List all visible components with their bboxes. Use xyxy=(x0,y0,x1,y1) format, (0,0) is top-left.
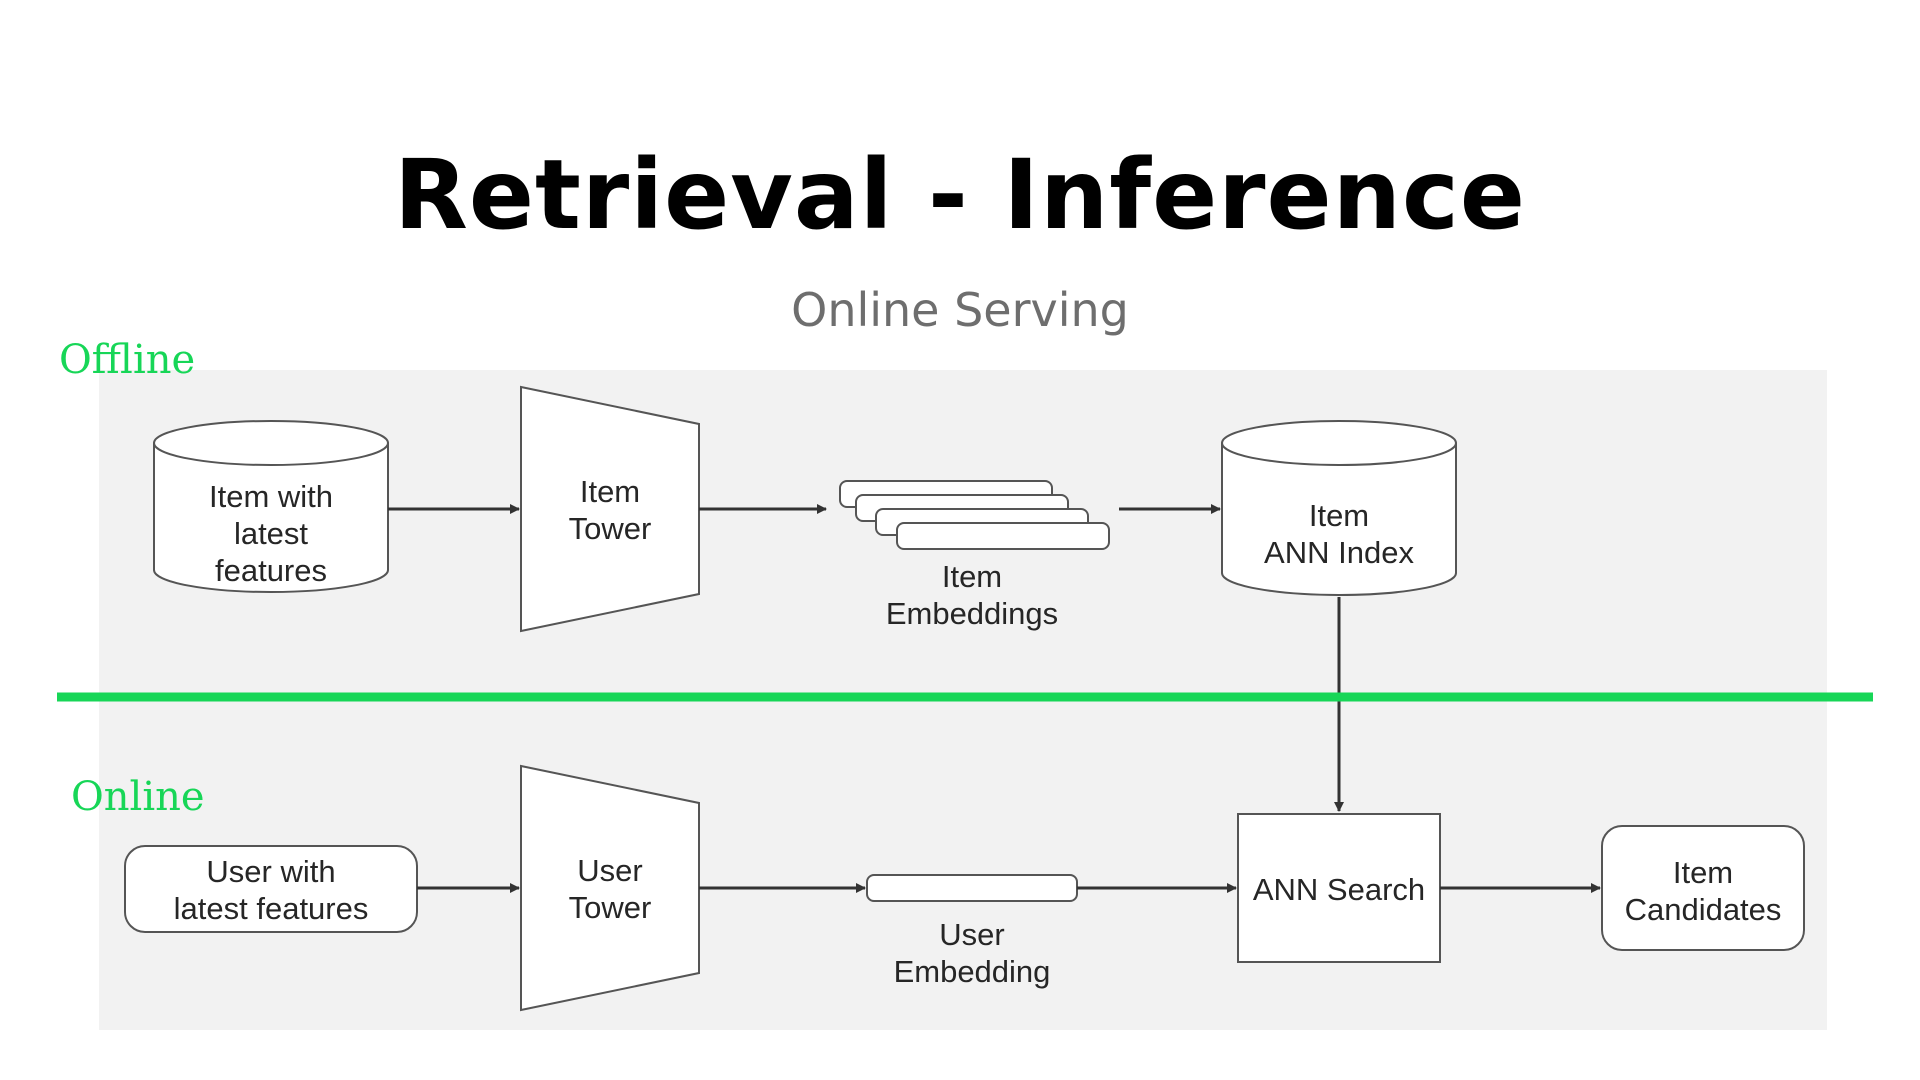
user-features-label-line1: User with xyxy=(206,854,335,889)
item-tower-label-line2: Tower xyxy=(569,511,652,546)
item-candidates-label-line2: Candidates xyxy=(1625,892,1782,927)
user-embedding-label-line1: User xyxy=(939,917,1004,952)
user-tower-label-line2: Tower xyxy=(569,890,652,925)
item-candidates-label-line1: Item xyxy=(1673,855,1733,890)
item-ann-index-label-line1: Item xyxy=(1309,498,1369,533)
item-ann-index-database: Item ANN Index xyxy=(1221,420,1457,596)
user-tower-label-line1: User xyxy=(577,853,642,888)
item-features-label-line3: features xyxy=(215,553,327,588)
user-tower: User Tower xyxy=(520,764,700,1012)
offline-zone-label: Offline xyxy=(59,337,196,383)
user-features-box: User with latest features xyxy=(124,845,418,933)
slide-subtitle: Online Serving xyxy=(791,283,1129,337)
online-zone-label: Online xyxy=(71,774,205,820)
item-embeddings-stack: Item Embeddings xyxy=(839,480,1110,631)
item-embeddings-label-line2: Embeddings xyxy=(886,596,1058,631)
item-embeddings-label-line1: Item xyxy=(942,559,1002,594)
user-embedding: User Embedding xyxy=(866,874,1078,989)
slide-title: Retrieval - Inference xyxy=(394,139,1526,251)
item-ann-index-label-line2: ANN Index xyxy=(1264,535,1414,570)
ann-search-box: ANN Search xyxy=(1237,813,1441,963)
item-features-label-line2: latest xyxy=(234,516,308,551)
user-embedding-label-line2: Embedding xyxy=(894,954,1051,989)
ann-search-label: ANN Search xyxy=(1253,872,1425,907)
user-features-label-line2: latest features xyxy=(174,891,369,926)
item-tower: Item Tower xyxy=(520,385,700,633)
item-features-label-line1: Item with xyxy=(209,479,333,514)
item-candidates-box: Item Candidates xyxy=(1601,825,1805,951)
item-tower-label-line1: Item xyxy=(580,474,640,509)
item-features-database: Item with latest features xyxy=(153,420,389,593)
